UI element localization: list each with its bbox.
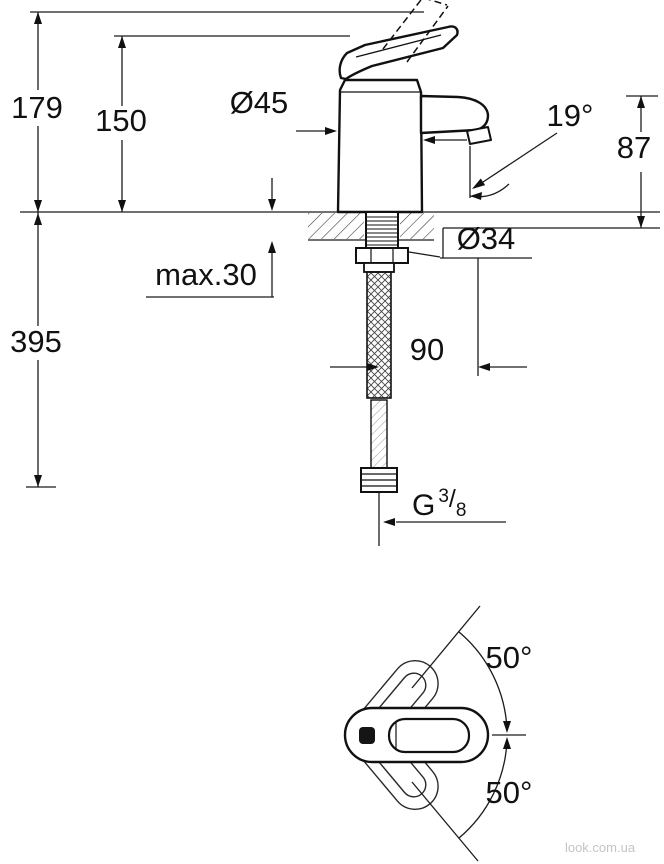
- faucet-top-view: [343, 605, 526, 862]
- top-view-handle-marker: [359, 727, 375, 744]
- braided-hose: [366, 271, 392, 399]
- mounting-nut: [355, 247, 409, 264]
- dim-150-label: 150: [95, 103, 147, 138]
- faucet-lever: [338, 25, 459, 81]
- dim-max30-label: max.30: [155, 257, 257, 292]
- dim-179-label: 179: [11, 90, 63, 125]
- lever-raised-dashed: [382, 0, 449, 63]
- dim-34-label: Ø34: [457, 221, 516, 256]
- swing-angle-lower-label: 50°: [486, 775, 533, 810]
- aerator: [466, 126, 492, 145]
- hose-tube: [370, 399, 388, 469]
- top-view-spout: [387, 717, 471, 754]
- angle-annotations: [411, 605, 526, 862]
- faucet-side-view: [336, 0, 492, 214]
- faucet-spout: [419, 94, 490, 135]
- under-counter-assembly: [355, 211, 409, 493]
- dim-87-label: 87: [617, 130, 651, 165]
- faucet-body: [336, 78, 424, 214]
- dim-90-label: 90: [410, 332, 444, 367]
- dim-395-label: 395: [10, 324, 62, 359]
- dim-45-label: Ø45: [230, 85, 289, 120]
- threaded-shank: [365, 211, 399, 249]
- swing-angle-upper-label: 50°: [486, 640, 533, 675]
- arrowheads: [34, 12, 645, 749]
- watermark: look.com.ua: [565, 840, 636, 855]
- hose-collar: [363, 262, 395, 273]
- counter-hatching: [308, 213, 434, 239]
- dim-19deg-label: 19°: [547, 98, 594, 133]
